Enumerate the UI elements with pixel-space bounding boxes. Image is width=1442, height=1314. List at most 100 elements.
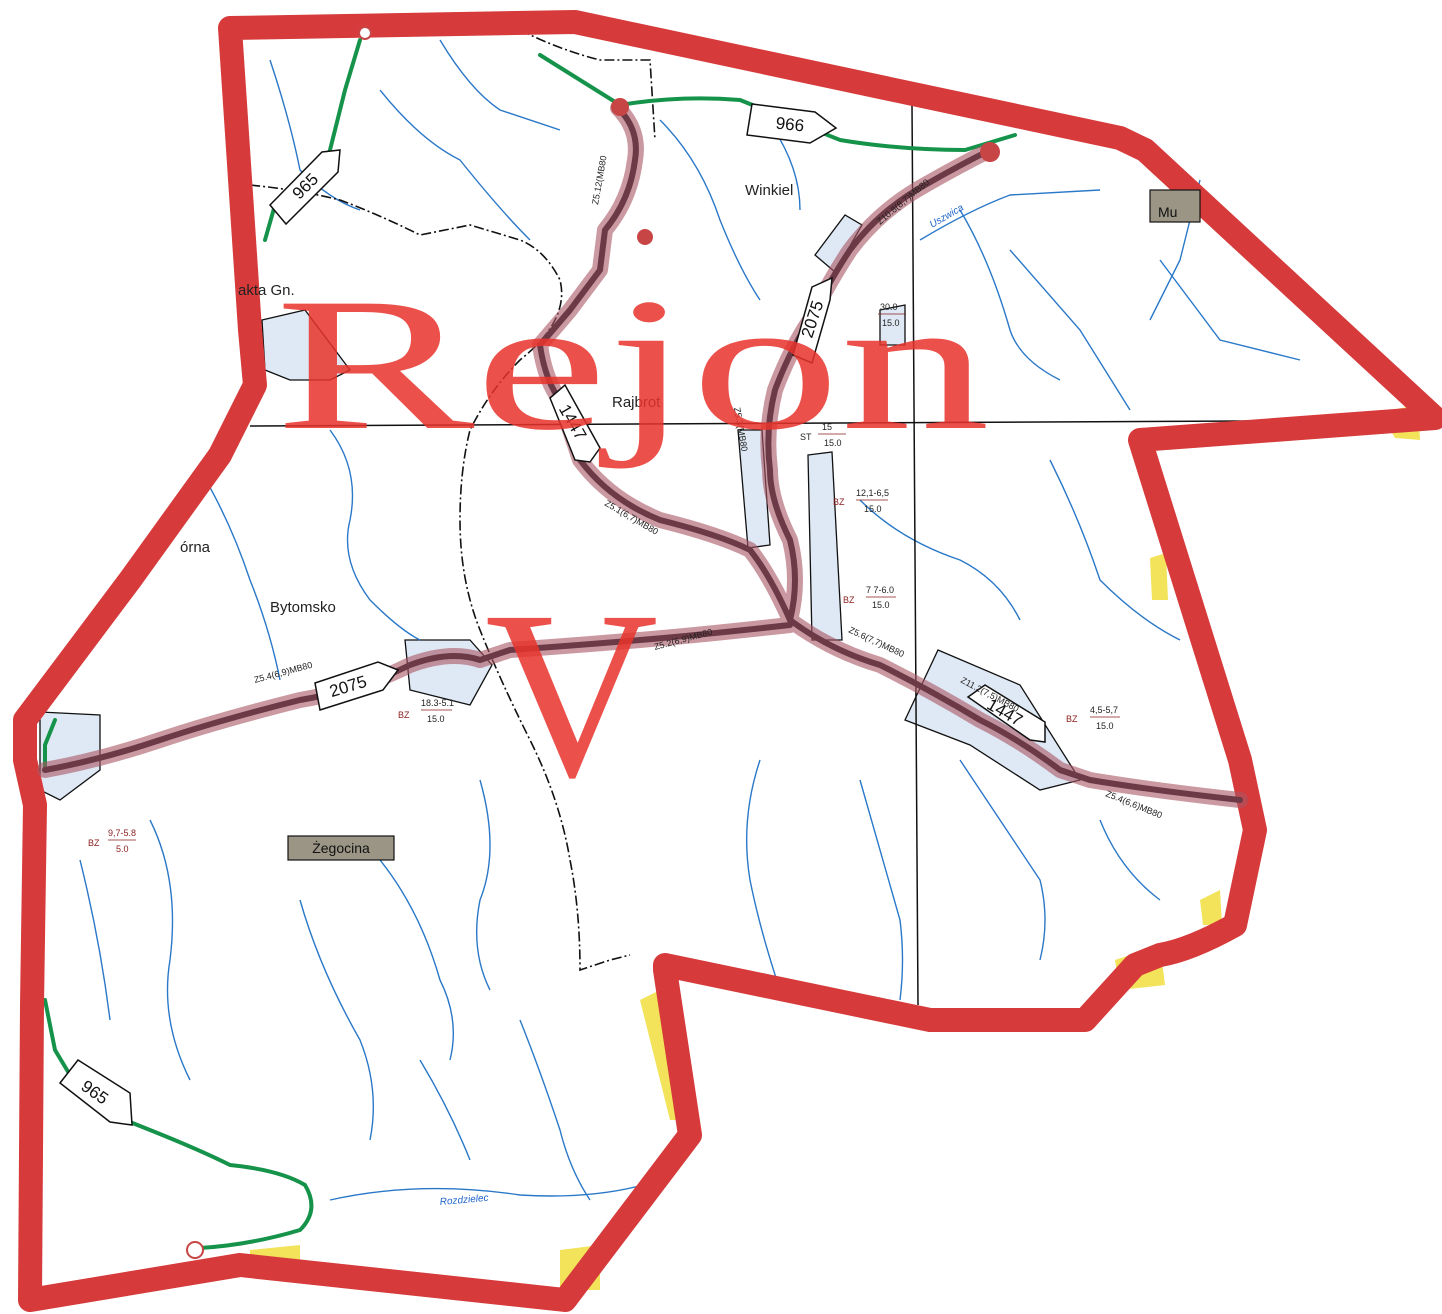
river-line xyxy=(149,819,191,1081)
river-line xyxy=(299,899,375,1141)
annotation-value: 15.0 xyxy=(824,438,842,448)
annotation-code: BZ xyxy=(833,497,845,507)
annotation-value: 15.0 xyxy=(1096,721,1114,731)
annotation-code: BZ xyxy=(88,838,100,848)
annotation-code: ST xyxy=(800,432,812,442)
river-label-rozdzielec: Rozdzielec xyxy=(439,1193,489,1208)
road-966 xyxy=(538,53,1017,153)
segment-code: Z5.12(MB80 xyxy=(590,155,608,206)
annotation-range: 15 xyxy=(822,422,832,432)
route-endpoint-marker xyxy=(358,26,372,40)
river-line xyxy=(329,1179,661,1201)
annotation-value: 15.0 xyxy=(864,504,882,514)
river-line xyxy=(439,39,561,131)
green-roads xyxy=(43,38,1017,1250)
settlement-area xyxy=(879,304,906,346)
river-line xyxy=(379,859,454,1061)
river-line xyxy=(476,779,491,991)
river-line xyxy=(1159,259,1301,361)
region-title: Rejon xyxy=(275,260,990,470)
road-tag-1447-north xyxy=(549,383,601,463)
region-boundary xyxy=(13,10,1442,1312)
segment-code: Z10.8(8,7)MB80 xyxy=(875,177,931,226)
road-tag-2075-west xyxy=(314,661,400,711)
segment-code: Z5.4(6,9)MB80 xyxy=(253,660,314,685)
region-numeral: V xyxy=(485,561,658,827)
river-line xyxy=(959,209,1061,381)
river-line xyxy=(199,469,281,681)
annotation-code: BZ xyxy=(398,710,410,720)
annotation-bz2: BZ 7 7-6.0 15.0 xyxy=(843,585,896,610)
river-line xyxy=(379,89,531,241)
river-label-uszwica: Uszwica xyxy=(928,202,966,230)
place-zegocina: Żegocina xyxy=(312,839,370,856)
annotation-range: 4,5-5,7 xyxy=(1090,705,1118,715)
route-1447 xyxy=(537,105,1243,803)
place-rajbrot: Rajbrot xyxy=(612,394,661,411)
annotation-range: 18.3-5.1 xyxy=(421,698,454,708)
road-green-west xyxy=(43,718,57,772)
yellow-fringe xyxy=(1200,890,1222,925)
route-endpoint-marker xyxy=(611,98,629,116)
route-2075-north xyxy=(765,147,993,623)
annotation-code: BZ xyxy=(1066,714,1078,724)
annotation-bz4: BZ 18.3-5.1 15.0 xyxy=(398,698,454,724)
river-line xyxy=(79,859,111,1021)
river-line xyxy=(919,189,1101,241)
river-line xyxy=(959,759,1046,961)
river-line xyxy=(519,1019,591,1201)
place-winkiel: Winkiel xyxy=(745,182,793,199)
road-tag-966 xyxy=(746,103,838,144)
annotation-value: 15.0 xyxy=(872,600,890,610)
river-line xyxy=(1009,249,1131,411)
annotation-bz1: BZ 12,1-6,5 15.0 xyxy=(833,488,889,514)
river-line xyxy=(329,429,421,641)
annotation-st1: ST 15 15.0 xyxy=(800,422,846,448)
annotation-value: 15.0 xyxy=(427,714,445,724)
annotation-bz3: BZ 4,5-5,7 15.0 xyxy=(1066,705,1120,731)
annotation-value: 15.0 xyxy=(882,318,900,328)
settlement-area xyxy=(807,451,843,641)
road-label-966: 966 xyxy=(775,114,805,136)
river-line xyxy=(745,759,781,991)
mu-label-box xyxy=(1149,189,1201,223)
route-endpoint-marker xyxy=(637,229,653,245)
yellow-fringe xyxy=(1150,553,1168,600)
annotation-code: BZ xyxy=(843,595,855,605)
rivers xyxy=(79,39,1301,1201)
river-line xyxy=(269,59,361,211)
place-mu: Mu xyxy=(1158,204,1177,220)
annotation-range: 12,1-6,5 xyxy=(856,488,889,498)
river-line xyxy=(419,1059,471,1161)
annotation-range: 30.0 xyxy=(880,302,898,312)
zegocina-label-box xyxy=(287,835,395,861)
river-line xyxy=(659,119,761,301)
road-965-south xyxy=(43,998,314,1250)
grid-line xyxy=(911,104,919,1006)
river-line xyxy=(1049,459,1181,641)
annotation-t30: 30.0 15.0 xyxy=(878,302,906,328)
place-lakta: akta Gn. xyxy=(238,282,295,299)
main-routes xyxy=(37,100,1248,808)
road-tags xyxy=(58,103,1046,1126)
annotation-value: 5.0 xyxy=(116,844,129,854)
river-line xyxy=(859,779,904,1001)
road-tag-965-north xyxy=(268,149,341,226)
annotation-range: 7 7-6.0 xyxy=(866,585,894,595)
road-tag-2075-north xyxy=(792,276,833,365)
river-line xyxy=(1099,819,1161,901)
annotation-range: 9,7-5.8 xyxy=(108,828,136,838)
commune-border xyxy=(519,29,656,141)
place-bytomsko: Bytomsko xyxy=(270,599,336,616)
place-gorna: órna xyxy=(180,539,211,556)
route-2075 xyxy=(42,622,793,773)
road-tag-965-south xyxy=(58,1059,133,1126)
river-line xyxy=(859,499,1021,621)
commune-border xyxy=(249,184,631,972)
annotation-bz5: BZ 9,7-5.8 5.0 xyxy=(88,828,136,854)
route-endpoints xyxy=(186,26,1000,1259)
road-tag-1447-east xyxy=(966,684,1046,743)
route-endpoint-marker xyxy=(186,1241,204,1259)
route-endpoint-marker xyxy=(980,142,1000,162)
